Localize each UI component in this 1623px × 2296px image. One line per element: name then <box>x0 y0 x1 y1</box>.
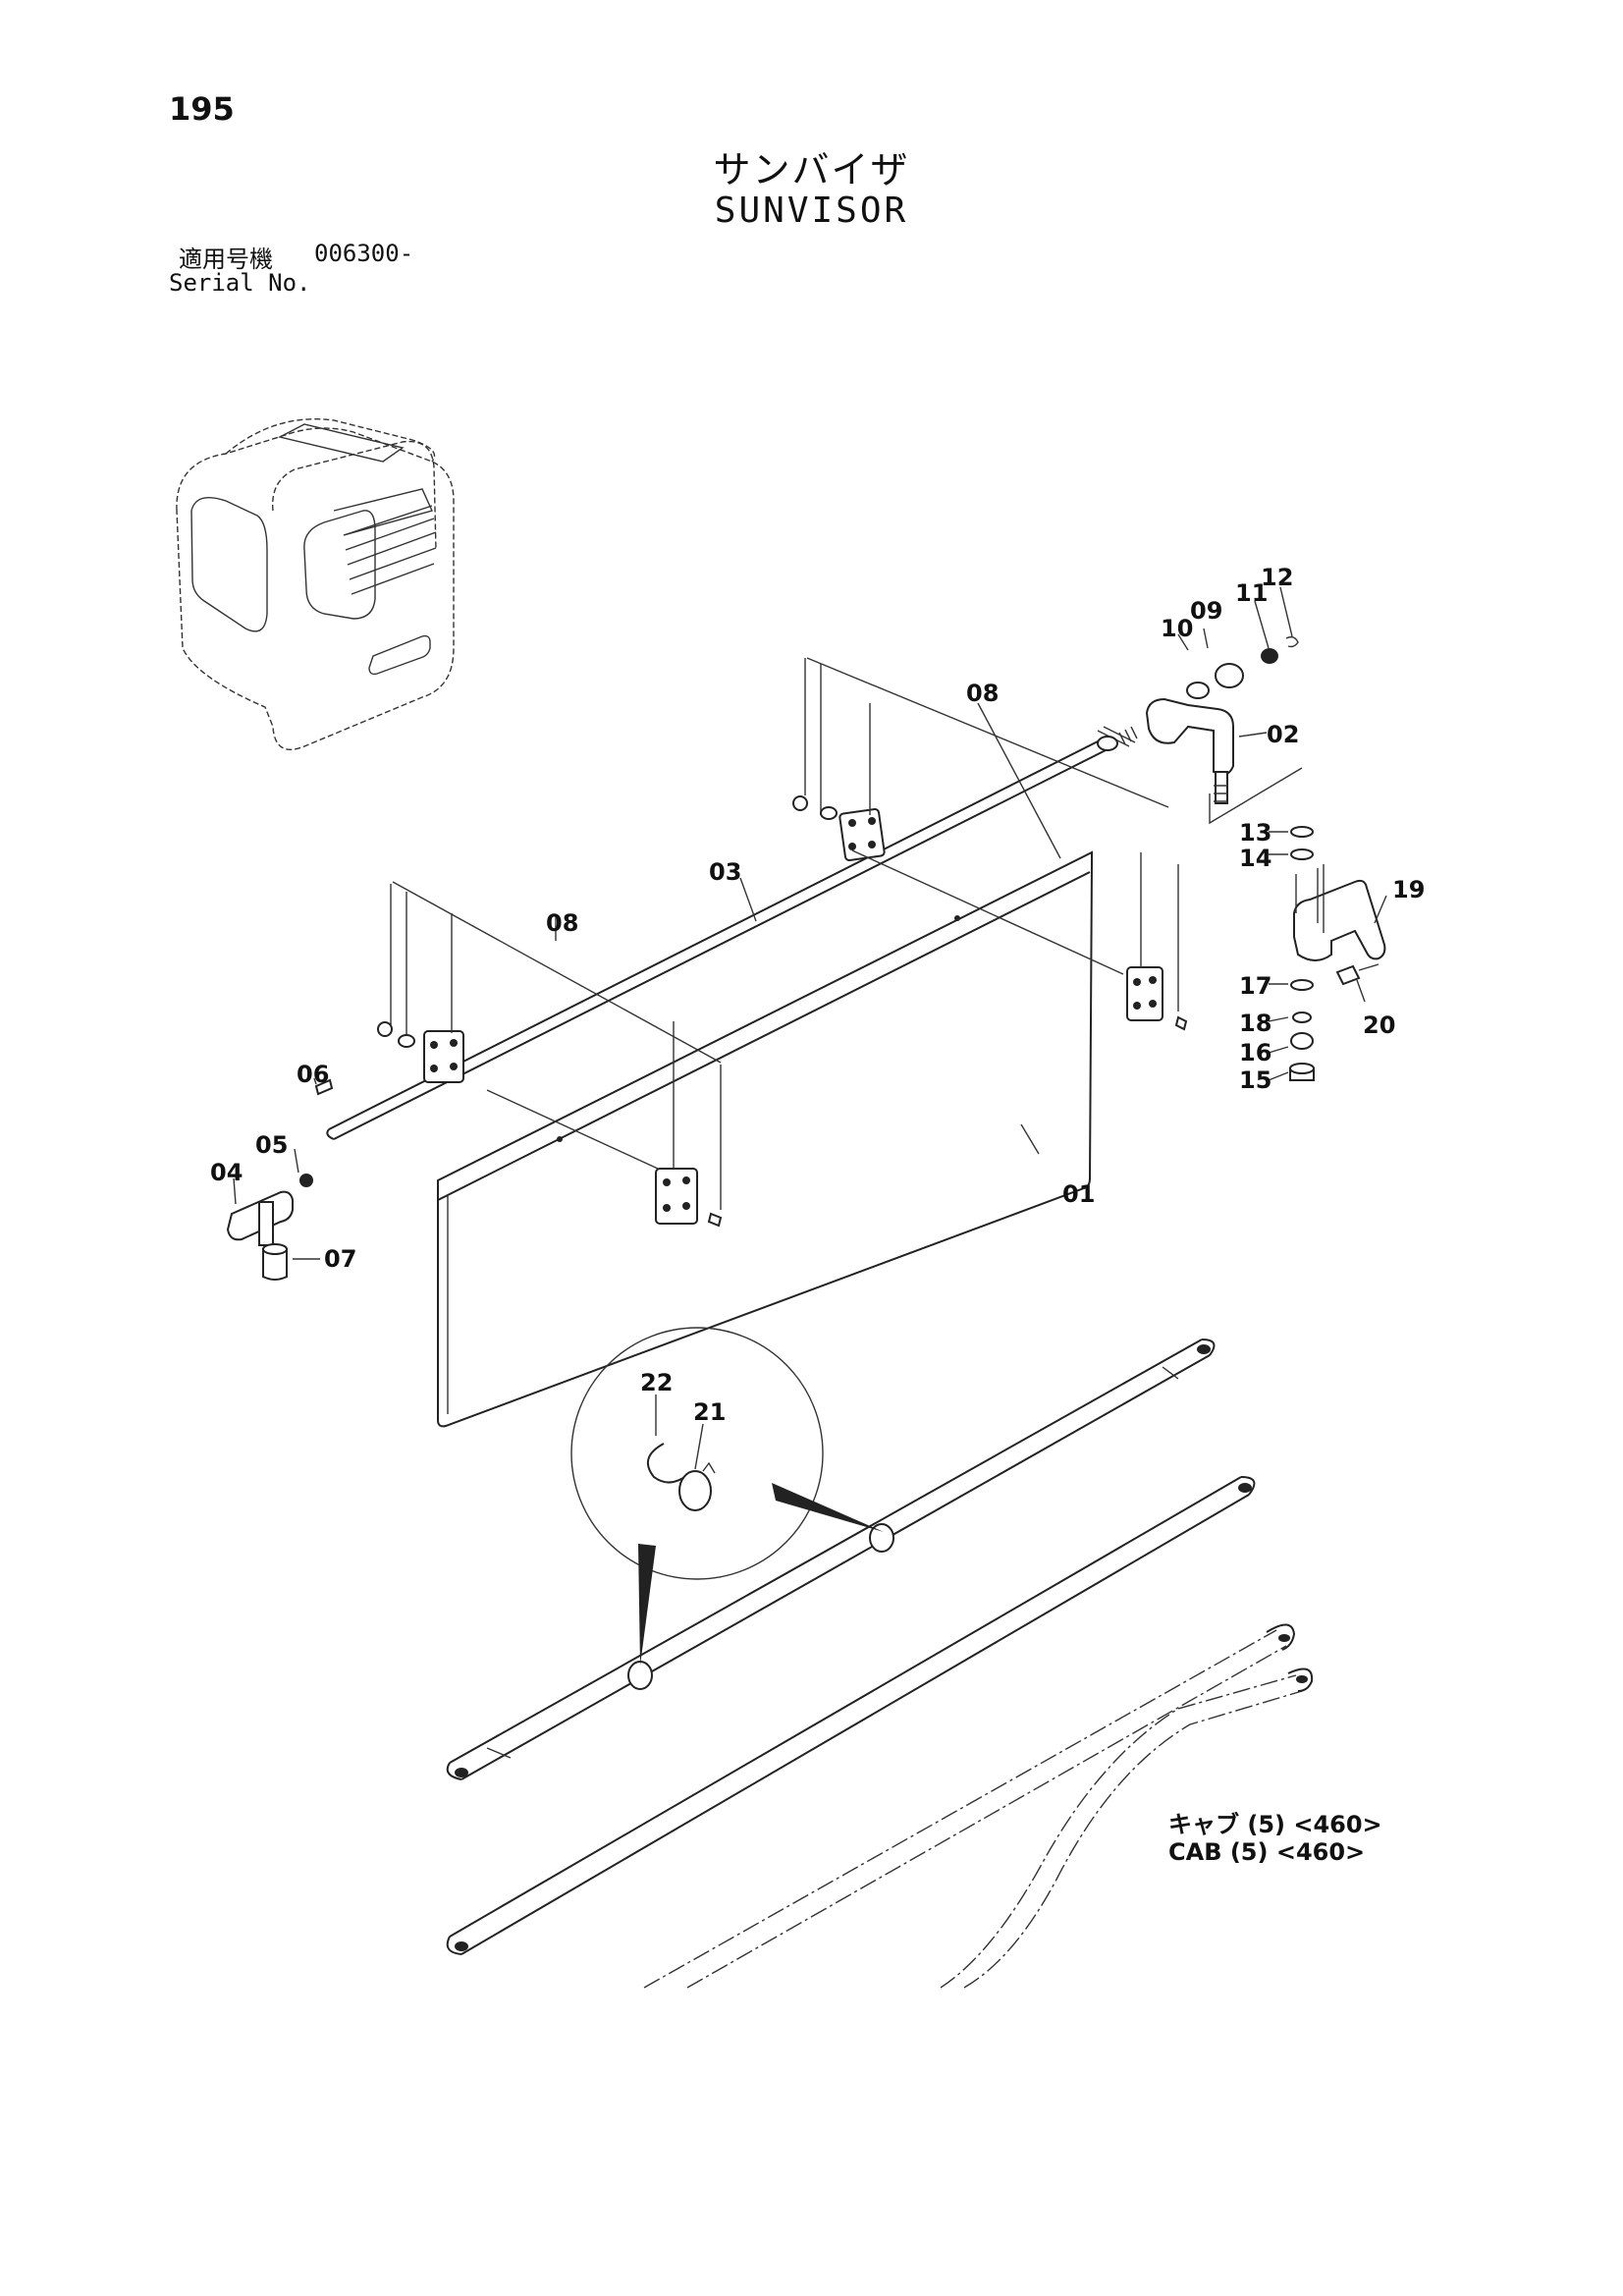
callout-01: 01 <box>1062 1180 1095 1208</box>
hinge-group-left <box>377 881 722 1170</box>
hinge-group-center <box>655 849 1124 1228</box>
callout-11: 11 <box>1235 579 1268 607</box>
hinge-group-right <box>1126 852 1188 1031</box>
callout-19: 19 <box>1392 876 1425 903</box>
page-title-jp: サンバイザ <box>713 148 910 191</box>
page-title-en: SUNVISOR <box>714 191 909 231</box>
serial-label-jp: 適用号機 <box>179 246 273 273</box>
callout-06: 06 <box>297 1061 329 1088</box>
callout-09: 09 <box>1190 597 1222 625</box>
callout-21: 21 <box>693 1398 726 1426</box>
grab-bars <box>446 1327 1314 1989</box>
cab-thumbnail <box>176 418 455 750</box>
serial-label-en: Serial No. <box>169 269 311 297</box>
callout-05: 05 <box>255 1131 288 1159</box>
callout-08-upper: 08 <box>966 680 999 707</box>
callout-10: 10 <box>1161 615 1193 642</box>
callout-18: 18 <box>1239 1010 1271 1037</box>
sunvisor-panel <box>437 850 1093 1428</box>
serial-value: 006300- <box>314 240 414 267</box>
callout-04: 04 <box>210 1159 243 1186</box>
callout-12: 12 <box>1261 564 1293 591</box>
callout-15: 15 <box>1239 1066 1271 1094</box>
callout-03: 03 <box>709 858 741 886</box>
callout-02: 02 <box>1267 721 1299 748</box>
callout-14: 14 <box>1239 845 1271 872</box>
callout-13: 13 <box>1239 819 1271 847</box>
callout-20: 20 <box>1363 1011 1395 1039</box>
reference-note-en: CAB (5) <460> <box>1168 1838 1366 1866</box>
knob-assembly <box>226 1078 334 1281</box>
hinge-group-upper <box>792 657 1169 862</box>
leader-lines <box>233 586 1387 1470</box>
callout-22: 22 <box>640 1369 673 1396</box>
page-number: 195 <box>169 90 235 128</box>
callout-08-lower: 08 <box>546 909 578 937</box>
reference-note-jp: キャブ (5) <460> <box>1168 1811 1382 1838</box>
bracket-assembly <box>1145 635 1386 1081</box>
callout-16: 16 <box>1239 1039 1271 1066</box>
callout-17: 17 <box>1239 972 1271 1000</box>
callout-07: 07 <box>324 1245 356 1273</box>
callout-labels: 01 02 03 04 05 06 07 08 08 09 10 11 12 1… <box>210 564 1425 1426</box>
